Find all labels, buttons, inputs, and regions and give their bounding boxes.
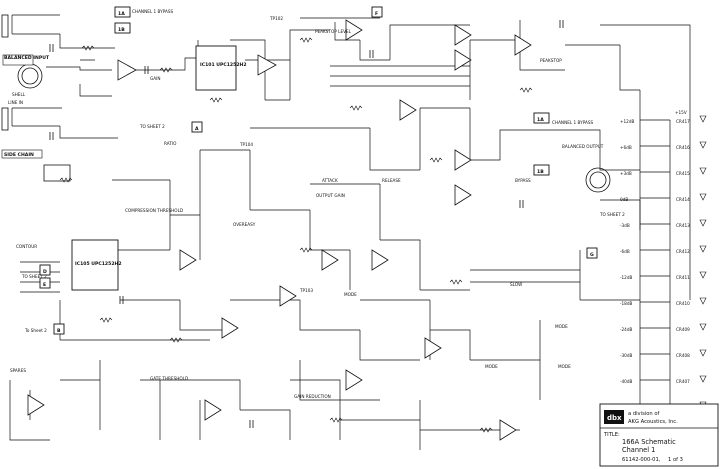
node-box-f: F xyxy=(375,11,378,17)
ic101-label: IC101 UPC1252H2 xyxy=(200,62,247,68)
meter-led-name-3: CR414 xyxy=(676,197,690,202)
meter-led-name-5: CR412 xyxy=(676,249,690,254)
spares-label: SPARES xyxy=(10,368,26,373)
company-line-2: AKG Acoustics, Inc. xyxy=(628,419,678,425)
balanced-output-label: BALANCED OUTPUT xyxy=(562,144,604,149)
bypass-label: BYPASS xyxy=(515,178,531,183)
section-labels: CHANNEL 1 BYPASS TO SHEET 2 PEAKSTOP LEV… xyxy=(10,9,687,427)
sidechain-label: SIDE CHAIN xyxy=(4,152,34,158)
resistors xyxy=(59,37,533,433)
meter-level-8: -24dB xyxy=(620,327,632,332)
node-box-1b-right: 1B xyxy=(537,169,544,175)
meter-level-1: +6dB xyxy=(620,145,632,150)
slow-label: SLOW xyxy=(510,282,522,287)
wiring xyxy=(9,14,691,450)
to-sheet2-label-a: TO SHEET 2 xyxy=(139,124,165,129)
release-label: RELEASE xyxy=(382,178,401,183)
opamps xyxy=(27,19,532,441)
peakstop-level-label: PEAKSTOP LEVEL xyxy=(315,29,352,34)
mode-label-c: MODE xyxy=(485,364,498,369)
doc-number: 61142-000-01, xyxy=(622,457,661,463)
title-line-1: 166A Schematic xyxy=(622,438,676,446)
node-box-d: D xyxy=(43,269,47,275)
mode-label-b: MODE xyxy=(555,324,568,329)
overeasy-label: OVEREASY xyxy=(233,222,256,227)
meter-led-name-6: CR411 xyxy=(676,275,690,280)
meter-level-3: 0dB xyxy=(620,197,628,202)
company-line-1: a division of xyxy=(628,411,660,417)
meter-led-name-2: CR415 xyxy=(676,171,690,176)
meter-level-5: -6dB xyxy=(620,249,630,254)
ic101: IC101 UPC1252H2 xyxy=(195,45,247,91)
line-in-label: LINE IN xyxy=(8,100,23,105)
node-box-e: E xyxy=(43,282,46,288)
attack-label: ATTACK xyxy=(322,178,338,183)
ic105: IC105 UPC1252H2 xyxy=(71,239,122,291)
meter-level-2: +3dB xyxy=(620,171,632,176)
gate-threshold-label: GATE THRESHOLD xyxy=(150,376,188,381)
meter-level-10: -40dB xyxy=(620,379,632,384)
node-box-g: G xyxy=(590,252,594,258)
gain-reduction-label: GAIN REDUCTION xyxy=(294,394,331,399)
meter-led-name-9: CR408 xyxy=(676,353,690,358)
node-box-a: A xyxy=(195,126,199,132)
channel1-bypass-label-top: CHANNEL 1 BYPASS xyxy=(132,9,173,14)
meter-level-6: -12dB xyxy=(620,275,632,280)
meter-led-name-8: CR409 xyxy=(676,327,690,332)
output-gain-label: OUTPUT GAIN xyxy=(316,193,345,198)
to-sheet2-label-c: To Sheet 2 xyxy=(24,328,47,333)
peakstop-label: PEAKSTOP xyxy=(540,58,562,63)
tp103-label: TP103 xyxy=(299,288,313,293)
title-label: TITLE: xyxy=(603,432,620,438)
mode-label-d: MODE xyxy=(558,364,571,369)
dbx-logo-text: dbx xyxy=(607,414,622,422)
channel1-bypass-label-right: CHANNEL 1 BYPASS xyxy=(552,120,593,125)
meter-level-4: -3dB xyxy=(620,223,630,228)
meter-led-name-1: CR416 xyxy=(676,145,690,150)
balanced-input-label: BALANCED INPUT xyxy=(4,55,50,61)
meter-led-name-10: CR407 xyxy=(676,379,690,384)
node-box-1b-top: 1B xyxy=(118,27,125,33)
tp104-label: TP104 xyxy=(239,142,253,147)
meter-level-9: -30dB xyxy=(620,353,632,358)
title-block: dbx a division of AKG Acoustics, Inc. TI… xyxy=(599,403,719,467)
dbx-logo xyxy=(604,410,624,424)
meter-level-0: +12dB xyxy=(620,119,634,124)
shell-label: SHELL xyxy=(12,92,26,97)
ratio-label: RATIO xyxy=(164,141,177,146)
node-box-b: B xyxy=(57,328,61,334)
title-line-2: Channel 1 xyxy=(622,446,655,454)
meter-level-7: -18dB xyxy=(620,301,632,306)
node-box-1a-top: 1A xyxy=(118,11,125,17)
led-vcc-label: +15V xyxy=(675,110,687,115)
to-sheet2-label-b: TO SHEET 2 xyxy=(599,212,625,217)
meter-led-name-0: CR417 xyxy=(676,119,690,124)
node-box-1a-right: 1A xyxy=(537,117,544,123)
meter-led-name-4: CR413 xyxy=(676,223,690,228)
tp102-label: TP102 xyxy=(269,16,283,21)
mode-label-a: MODE xyxy=(344,292,357,297)
compression-threshold-label: COMPRESSION THRESHOLD xyxy=(125,208,183,213)
meter-led-name-7: CR410 xyxy=(676,301,690,306)
to-sheet2-label-d: TO SHEET 2 xyxy=(21,274,47,279)
gain-label: GAIN xyxy=(150,76,160,81)
capacitors xyxy=(49,20,564,428)
contour-label: CONTOUR xyxy=(16,244,37,249)
balanced-output-jack xyxy=(585,167,611,193)
node-markers: 1A 1B F A 1A 1B G D E B xyxy=(39,6,598,335)
ic105-label: IC105 UPC1252H2 xyxy=(75,261,122,267)
sheet-of: 1 of 3 xyxy=(668,457,683,463)
